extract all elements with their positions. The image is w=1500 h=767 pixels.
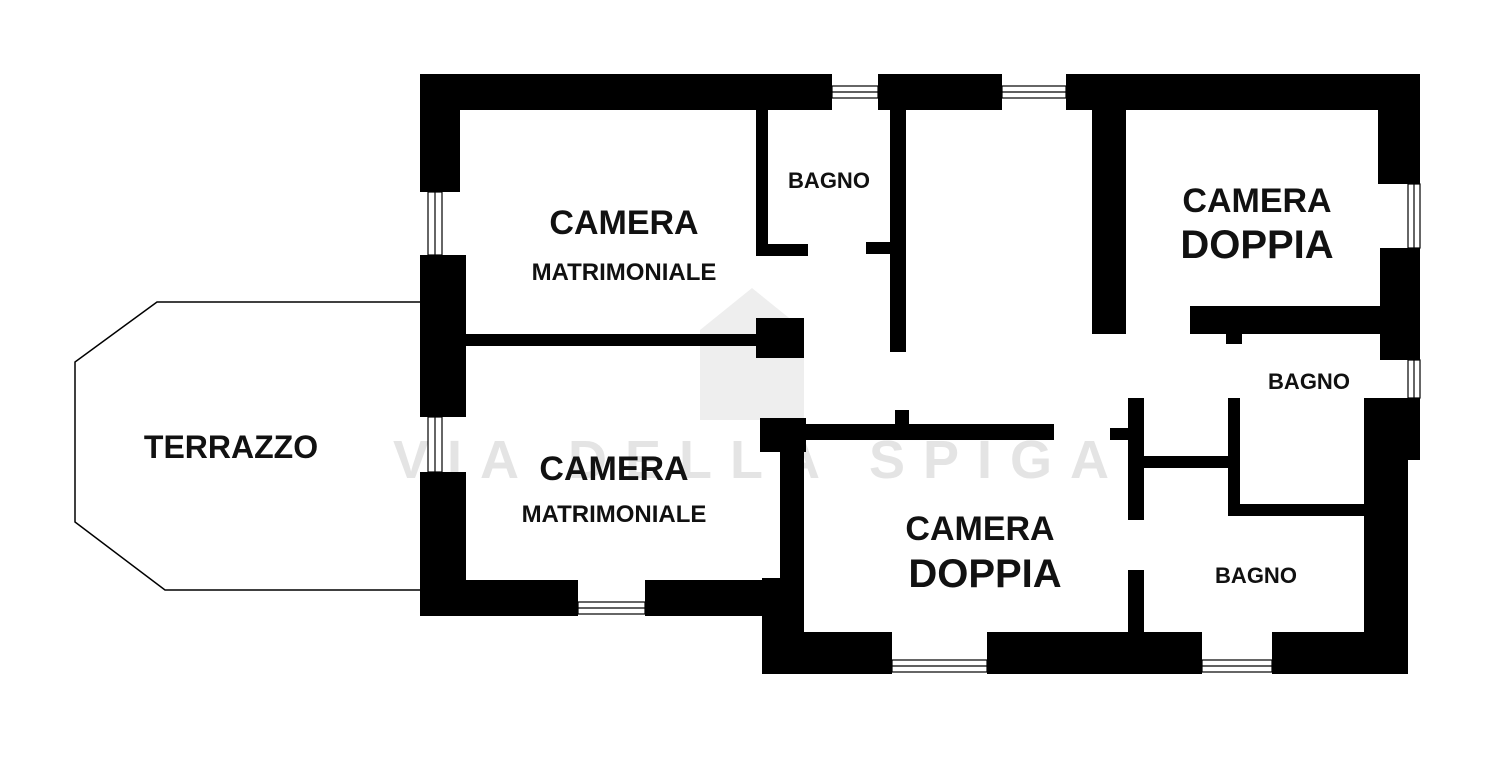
wall-cdoppia2-left [780,440,804,580]
label-camera-doppia-2-line2: DOPPIA [908,552,1061,596]
window-bottom-1 [577,601,646,615]
wall-bedroom-divider-end [756,318,804,358]
wall-left-top [420,74,460,192]
wall-bedroom-divider [460,334,758,346]
walls [420,74,1420,674]
window-left-2 [427,416,443,473]
room-labels: CAMERA MATRIMONIALE CAMERA MATRIMONIALE … [144,168,1350,596]
wall-right-middle [1380,248,1420,360]
wall-bagno2-link [1130,456,1230,468]
wall-right-top [1378,74,1420,184]
wall-bagno3-left-top [1128,398,1144,520]
wall-bagno1-right [890,108,906,352]
label-camera-matrimoniale-2-line1: CAMERA [539,450,688,488]
wall-cdoppia1-bottom [1190,306,1380,334]
wall-top-middle [878,74,1002,110]
wall-bagno1-stub [866,242,896,254]
label-camera-matrimoniale-1-line2: MATRIMONIALE [532,259,717,286]
window-right-1 [1407,183,1421,249]
label-camera-doppia-2-line1: CAMERA [905,510,1054,548]
label-bagno-3: BAGNO [1215,563,1297,588]
wall-bagno2-bottom [1228,504,1368,516]
wall-bottom-left-a [420,580,578,616]
label-terrazzo: TERRAZZO [144,429,318,465]
label-bagno-1: BAGNO [788,168,870,193]
wall-cdoppia2-stub [895,410,909,428]
label-camera-doppia-1-line2: DOPPIA [1180,223,1333,267]
window-bottom-3 [1201,659,1273,673]
label-camera-matrimoniale-2-line2: MATRIMONIALE [522,501,707,528]
window-top-2 [1001,85,1067,99]
window-top-1 [831,85,879,99]
terrace-outline [74,301,420,591]
label-camera-matrimoniale-1-line1: CAMERA [549,204,698,242]
label-camera-doppia-1-line1: CAMERA [1182,182,1331,220]
wall-bottom-b [987,632,1202,674]
windows [427,85,1421,673]
wall-bagno1-bottom [756,244,808,256]
label-bagno-2: BAGNO [1268,369,1350,394]
wall-left-middle [420,255,466,417]
window-right-2 [1407,359,1421,399]
wall-bagno1-left [756,108,768,256]
wall-cdoppia2-top [760,424,1054,440]
wall-right-bottom [1364,398,1408,674]
window-bottom-2 [891,659,988,673]
wall-top-left [420,74,832,110]
wall-bagno3-left-bottom [1128,570,1144,636]
wall-top-right [1066,74,1420,110]
window-left-1 [427,191,443,256]
wall-bagno2-left [1228,398,1240,508]
wall-cdoppia1-left [1092,108,1126,334]
wall-bagno3-stub [1110,428,1132,440]
wall-bottom-a [762,632,892,674]
wall-cdoppia1-bottom-stub [1226,306,1242,344]
